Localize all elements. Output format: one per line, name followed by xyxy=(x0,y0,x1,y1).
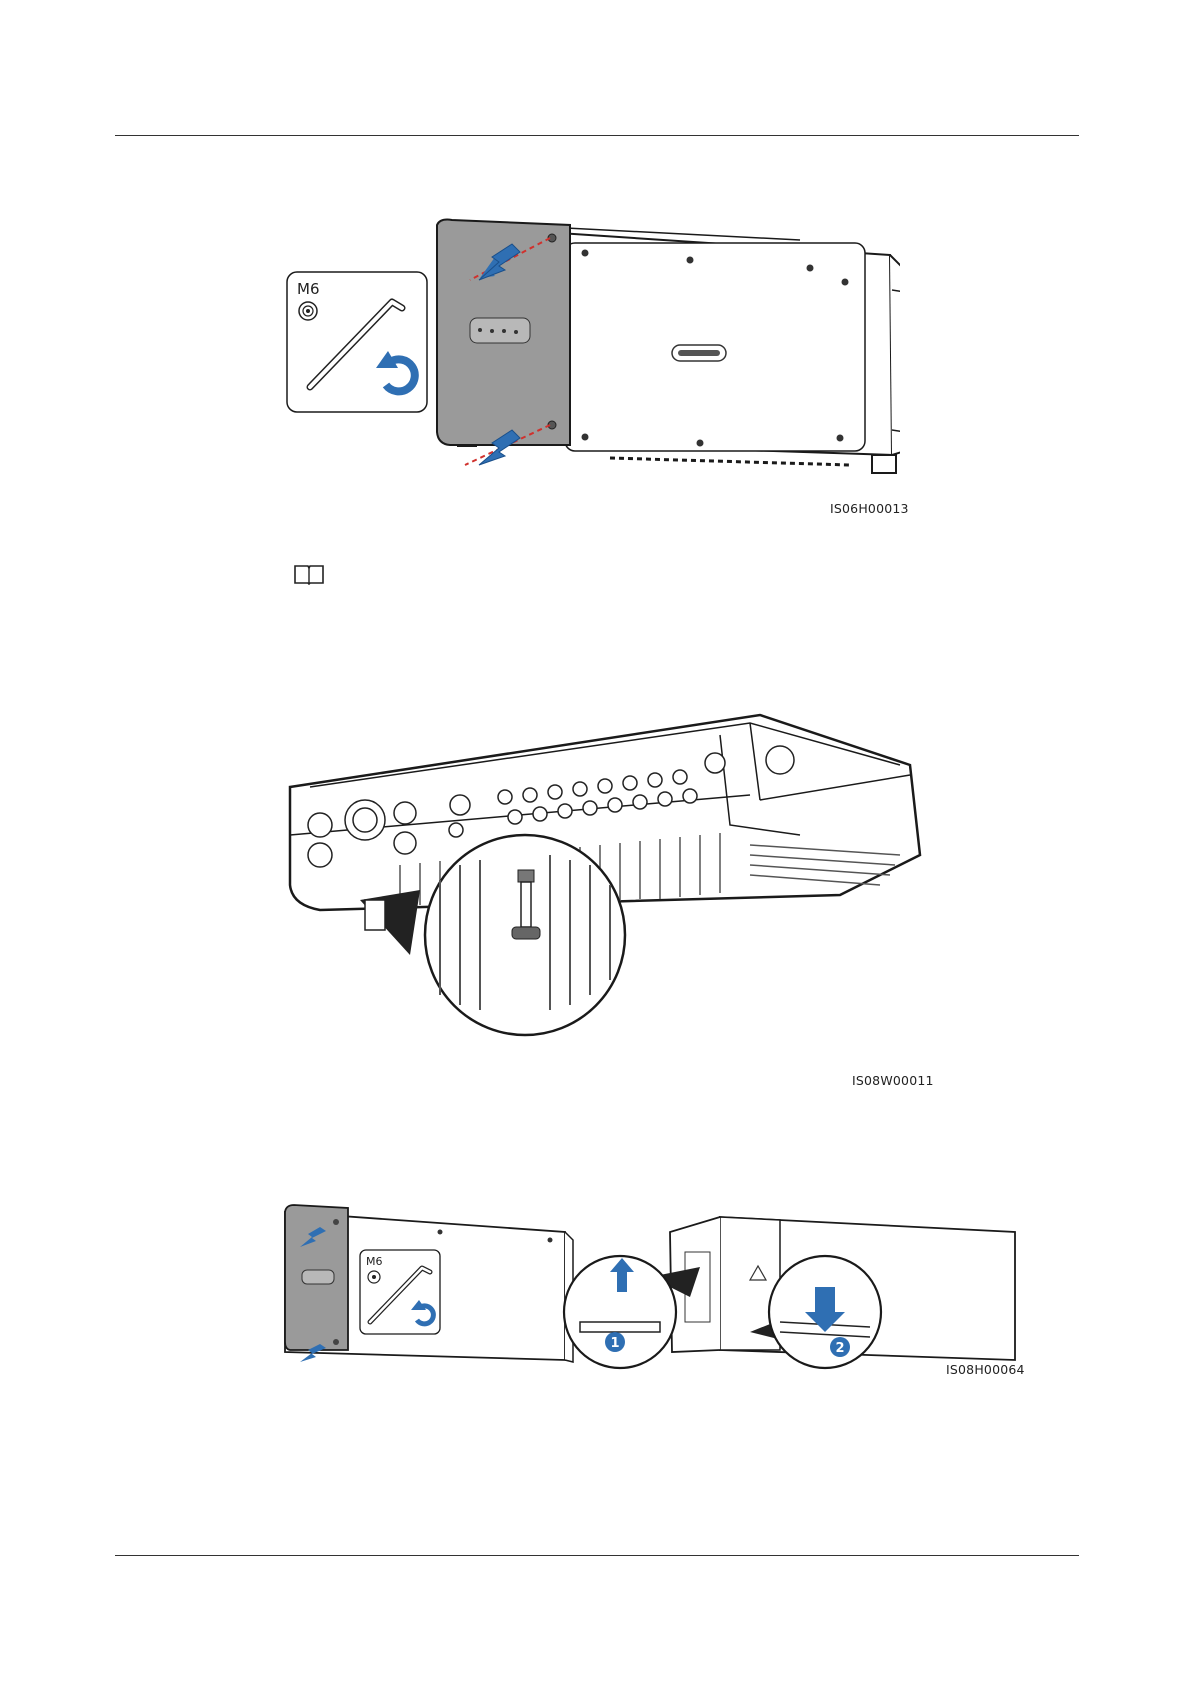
tool-callout: M6 xyxy=(287,272,427,412)
figure-open-maintenance-cover: M6 1 2 xyxy=(280,1192,1030,1372)
figure-remove-maintenance-cover: M6 xyxy=(280,200,900,490)
tool-size-label: M6 xyxy=(366,1255,383,1268)
tool-callout: M6 xyxy=(360,1250,440,1334)
figure-id-label: IS08W00011 xyxy=(852,1073,934,1088)
figure-inverter-bottom-view xyxy=(280,705,930,1075)
hex-bolt-icon xyxy=(299,302,317,320)
figure-id-label: IS06H00013 xyxy=(830,501,909,516)
footer-rule xyxy=(115,1555,1079,1556)
book-note-icon xyxy=(293,563,325,585)
step-number-2: 2 xyxy=(835,1341,844,1356)
hex-bolt-icon xyxy=(368,1271,380,1283)
figure-id-label: IS08H00064 xyxy=(946,1362,1025,1377)
header-rule xyxy=(115,135,1079,136)
step-number-1: 1 xyxy=(610,1336,619,1351)
tool-size-label: M6 xyxy=(297,280,320,298)
